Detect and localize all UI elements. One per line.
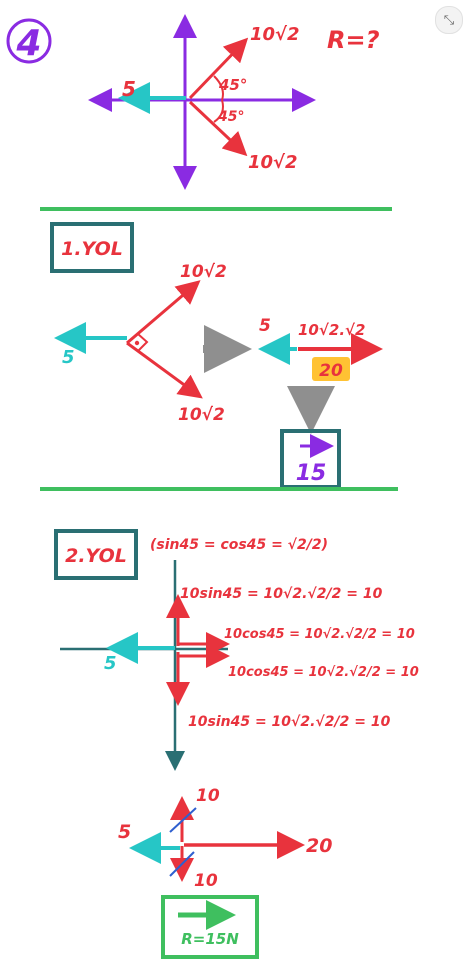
problem-number-circle: [6, 18, 52, 64]
method2-title: 2.YOL: [65, 545, 127, 567]
m1-combined-5-label: 5: [259, 316, 271, 336]
cancel-mark-up: [169, 807, 197, 833]
final-down-label: 10: [194, 871, 218, 891]
m1-result-value: 15: [296, 461, 327, 486]
m2-5-label: 5: [104, 653, 117, 674]
final-right-label: 20: [306, 835, 332, 857]
question-text: R=?: [327, 26, 380, 54]
m1-bottom-arrow: [126, 341, 203, 399]
force-bottom-label: 10√2: [248, 152, 298, 173]
cancel-mark-down: [169, 851, 195, 877]
force-top-label: 10√2: [250, 24, 300, 45]
highlight-20-box: [312, 357, 350, 381]
m1-bottom-label: 10√2: [178, 405, 225, 425]
method1-title: 1.YOL: [61, 238, 123, 260]
m2-eq-sin-up: 10sin45 = 10√2.√2/2 = 10: [180, 586, 383, 602]
collapse-arrows-icon: ⤡: [443, 12, 455, 28]
right-angle-dot: [134, 340, 140, 346]
method2-title-box: [54, 529, 138, 580]
angle-top-label: 45°: [218, 76, 247, 94]
final-result-text: R=15N: [181, 930, 239, 948]
m1-top-label: 10√2: [180, 262, 227, 282]
problem-section: 4 R=? 5 10√2 10√2 45° 45°: [6, 14, 380, 190]
angle-arc-bottom: [213, 99, 224, 123]
method2-identity: (sin45 = cos45 = √2/2): [150, 537, 328, 553]
m2-eq-cos-1: 10cos45 = 10√2.√2/2 = 10: [224, 627, 415, 642]
force-top-diagonal-arrow: [188, 37, 249, 100]
m1-combined-value: 20: [319, 361, 343, 381]
method1-section: 1.YOL 10√2 10√2 5 5 10√2.√2 20 15: [50, 222, 383, 489]
m2-eq-sin-down: 10sin45 = 10√2.√2/2 = 10: [188, 714, 391, 730]
m1-5-label: 5: [62, 347, 75, 368]
angle-arc-top: [213, 75, 224, 101]
m1-top-arrow: [126, 280, 201, 345]
m1-combined-expr: 10√2.√2: [298, 321, 365, 339]
angle-bottom-label: 45°: [217, 109, 244, 125]
final-left-label: 5: [118, 821, 131, 843]
final-up-label: 10: [196, 786, 220, 806]
final-result-box: [161, 895, 259, 959]
force-bottom-diagonal-arrow: [188, 100, 248, 157]
force-5-label: 5: [122, 77, 136, 101]
problem-number: 4: [15, 23, 41, 64]
right-angle-mark: [137, 333, 149, 352]
m2-eq-cos-2: 10cos45 = 10√2.√2/2 = 10: [228, 665, 419, 680]
final-section: 10 10 5 20 R=15N: [118, 786, 332, 959]
method1-title-box: [50, 222, 134, 273]
collapse-view-button[interactable]: ⤡: [435, 6, 463, 34]
method2-section: 2.YOL (sin45 = cos45 = √2/2) 5 10sin45 =…: [54, 529, 419, 771]
